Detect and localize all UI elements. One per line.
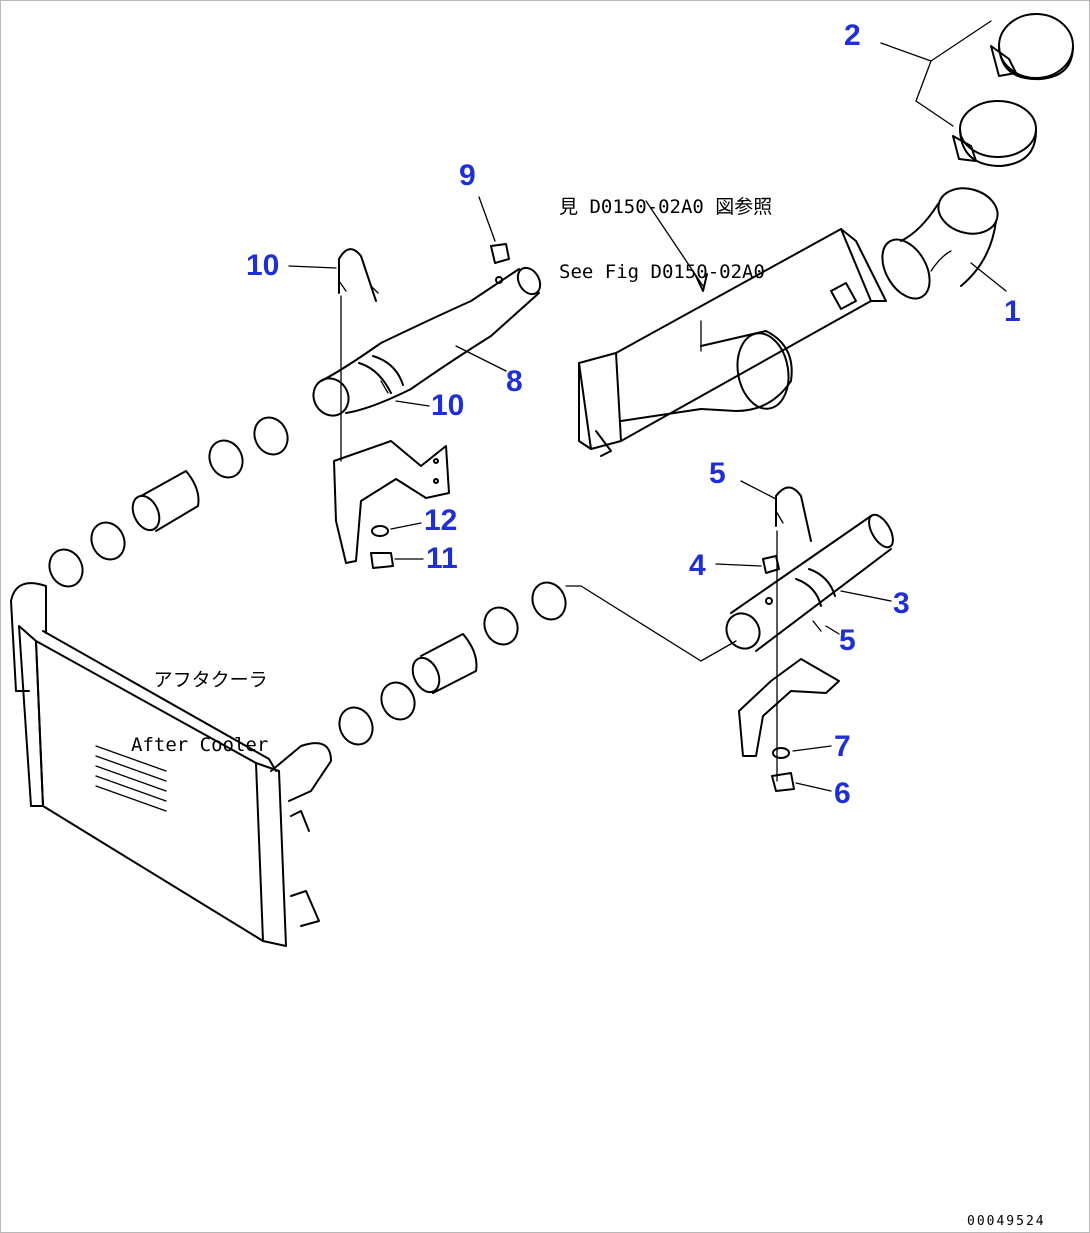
aftercooler-label: アフタクーラ After Cooler bbox=[131, 626, 268, 801]
air-duct-assembly bbox=[578, 228, 887, 457]
leader-7 bbox=[792, 745, 832, 752]
callout-11[interactable]: 11 bbox=[426, 542, 458, 575]
reference-note-english: See Fig D0150-02A0 bbox=[559, 261, 765, 284]
aftercooler-body bbox=[10, 582, 332, 947]
aftercooler-label-english: After Cooler bbox=[131, 734, 269, 757]
plug-part-4 bbox=[762, 555, 780, 574]
reference-note: 見 D0150-02A0 図参照 See Fig D0150-02A0 bbox=[559, 153, 772, 328]
callout-5-upper[interactable]: 5 bbox=[709, 457, 726, 490]
drawing-number: 00049524 bbox=[967, 1214, 1046, 1229]
callout-4[interactable]: 4 bbox=[689, 549, 706, 582]
u-bolt-part-5 bbox=[775, 486, 822, 632]
callout-9[interactable]: 9 bbox=[459, 159, 476, 192]
leader-10b bbox=[395, 400, 430, 407]
aftercooler-label-japanese: アフタクーラ bbox=[153, 668, 268, 691]
leader-4 bbox=[715, 563, 762, 567]
callout-3[interactable]: 3 bbox=[893, 587, 910, 620]
leader-6 bbox=[795, 782, 832, 792]
nut-part-11 bbox=[370, 552, 394, 569]
reference-note-japanese: 見 D0150-02A0 図参照 bbox=[559, 195, 773, 218]
callout-6[interactable]: 6 bbox=[834, 777, 851, 810]
leader-12 bbox=[390, 522, 422, 530]
callout-2[interactable]: 2 bbox=[844, 19, 861, 52]
pipe-part-3 bbox=[725, 513, 894, 652]
elbow-hose-part-1 bbox=[881, 187, 999, 300]
leader-5a bbox=[740, 480, 777, 500]
leader-1 bbox=[970, 262, 1007, 292]
reference-arrow bbox=[645, 200, 704, 287]
washer-part-7 bbox=[772, 747, 790, 759]
callout-8[interactable]: 8 bbox=[506, 365, 523, 398]
upper-hose-chain bbox=[48, 416, 289, 588]
leader-8 bbox=[455, 345, 507, 372]
hose-clamp-part-2 bbox=[952, 13, 1074, 167]
callout-1[interactable]: 1 bbox=[1004, 295, 1021, 328]
lower-hose-chain bbox=[338, 581, 567, 746]
leader-2 bbox=[880, 20, 992, 127]
leader-10a bbox=[288, 265, 337, 269]
leader-5b bbox=[825, 625, 840, 635]
callout-7[interactable]: 7 bbox=[834, 730, 851, 763]
callout-10-upper[interactable]: 10 bbox=[246, 249, 280, 282]
callout-12[interactable]: 12 bbox=[424, 504, 458, 537]
plug-part-9 bbox=[490, 243, 510, 264]
callout-5-lower[interactable]: 5 bbox=[839, 624, 856, 657]
leader-9 bbox=[478, 196, 496, 242]
leader-3 bbox=[840, 590, 892, 602]
pipe-part-8 bbox=[312, 266, 542, 417]
callout-10-lower[interactable]: 10 bbox=[431, 389, 465, 422]
nut-part-6 bbox=[771, 772, 795, 792]
u-bolt-part-10 bbox=[338, 248, 389, 394]
washer-part-12 bbox=[371, 525, 389, 537]
connection-line bbox=[565, 585, 737, 662]
reference-arrow-head bbox=[695, 273, 708, 292]
bracket-left bbox=[333, 440, 450, 564]
bracket-right bbox=[738, 658, 840, 757]
